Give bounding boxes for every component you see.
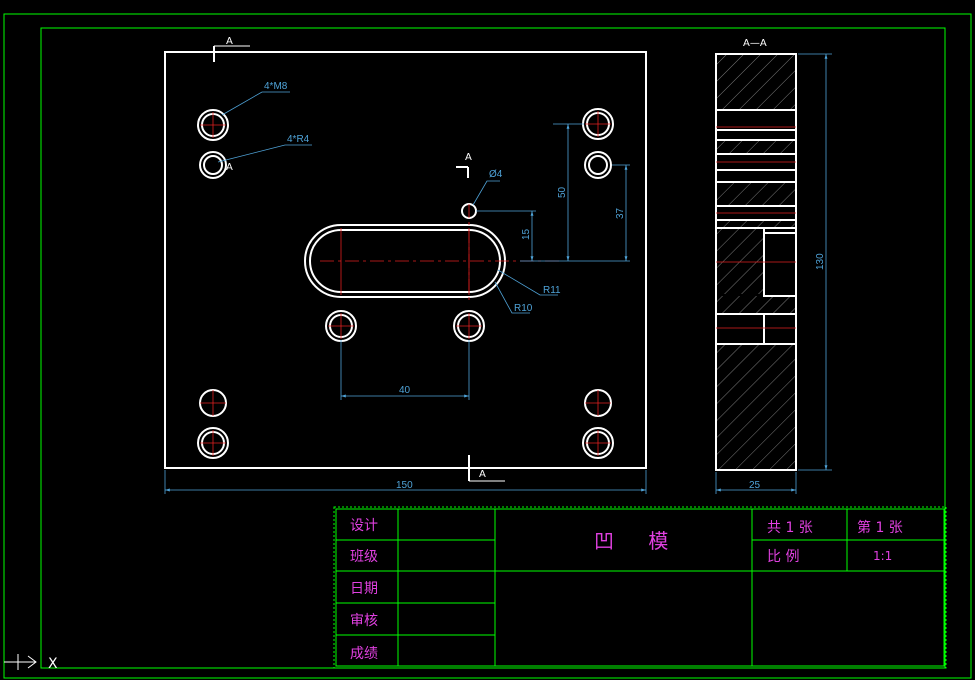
cut-markers	[213, 45, 505, 482]
callout-4xm8: 4*M8	[264, 81, 288, 92]
front-view: A A A A 4*M8 4*R4 Ø4 R11 R10	[164, 36, 647, 494]
leaders	[217, 91, 558, 314]
cut-label-top: A	[226, 36, 233, 47]
cut-label-bottom: A	[479, 469, 486, 480]
ucs-icon	[4, 654, 37, 670]
ucs-x-label: X	[48, 656, 58, 672]
title-block: 设计 班级 日期 审核 成绩 凹 模 共 1 张 第 1 张 比 例 1:1	[333, 506, 947, 669]
callout-r10: R10	[514, 303, 533, 314]
title-date: 日期	[350, 581, 378, 597]
dimension-lines	[164, 123, 647, 494]
dim-15: 15	[521, 228, 532, 240]
part-title: 凹 模	[594, 529, 682, 553]
inner-frame	[40, 27, 946, 669]
title-class: 班级	[350, 549, 378, 565]
section-view: A—A	[715, 38, 832, 494]
dim-150: 150	[396, 480, 413, 491]
sheet-number: 第 1 张	[857, 519, 903, 536]
dim-40: 40	[399, 385, 411, 396]
hole-centerlines	[200, 111, 611, 456]
callout-4xr4: 4*R4	[287, 134, 310, 145]
cut-label-mid: A	[465, 152, 472, 163]
dim-50: 50	[557, 186, 568, 198]
title-score: 成绩	[350, 646, 378, 662]
section-dimensions	[715, 53, 832, 494]
corner-holes	[197, 108, 614, 459]
section-title: A—A	[743, 38, 767, 49]
callout-pin-dia: Ø4	[489, 169, 503, 180]
dim-37: 37	[615, 207, 626, 219]
dim-25: 25	[749, 480, 761, 491]
scale-label: 比 例	[767, 549, 799, 565]
dim-130: 130	[815, 253, 826, 270]
callout-r11: R11	[543, 285, 561, 296]
title-design: 设计	[350, 518, 378, 534]
plate-outline	[164, 51, 647, 469]
outer-frame	[3, 13, 972, 679]
title-review: 审核	[350, 613, 378, 629]
cut-label-hole: A	[226, 162, 233, 173]
total-sheets: 共 1 张	[767, 520, 813, 536]
scale-value: 1:1	[873, 549, 892, 563]
